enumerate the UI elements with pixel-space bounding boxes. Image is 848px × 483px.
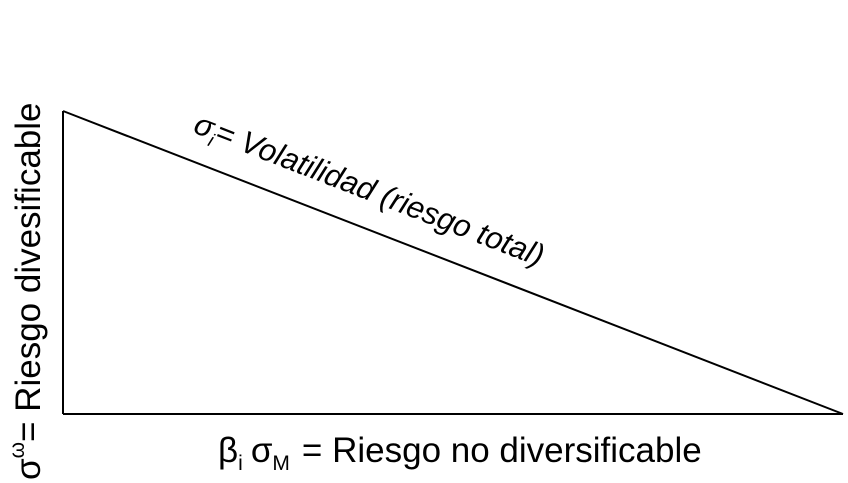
left-label: σω= Riesgo divesificable	[6, 102, 48, 480]
hypotenuse-text: = Volatilidad (riesgo total)	[211, 114, 550, 273]
bottom-text: = Riesgo no diversificable	[302, 431, 702, 470]
left-symbol: σ	[9, 458, 48, 480]
svg-text:σω= Riesgo divesificable: σω= Riesgo divesificable	[6, 102, 48, 480]
svg-text:σi= Volatilidad (riesgo total): σi= Volatilidad (riesgo total)	[188, 106, 549, 277]
hypotenuse-label: σi= Volatilidad (riesgo total)	[188, 106, 549, 277]
beta-symbol: β	[218, 431, 238, 470]
left-subscript: ω	[6, 442, 29, 458]
sigma-symbol: σ	[251, 431, 273, 470]
sigma-subscript: M	[272, 452, 290, 475]
left-text: = Riesgo divesificable	[9, 102, 48, 442]
hypotenuse-edge	[62, 110, 844, 415]
beta-subscript: i	[238, 452, 243, 475]
